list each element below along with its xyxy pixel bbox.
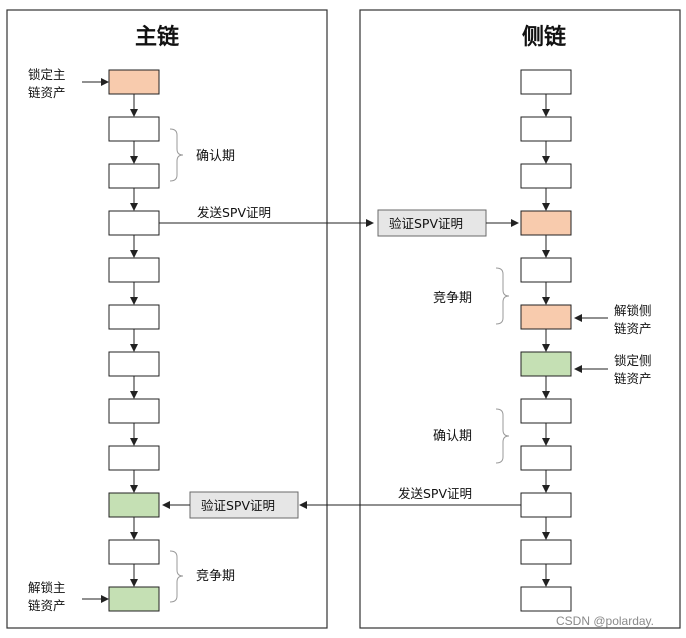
- side-chain-title: 侧链: [522, 24, 566, 50]
- side-send-spv-label: 发送SPV证明: [398, 486, 472, 501]
- main-confirm-label: 确认期: [196, 149, 235, 164]
- main-chain-title: 主链: [135, 24, 179, 50]
- side-block-12: [520, 586, 572, 612]
- main-block-5: [108, 257, 160, 283]
- side-unlock-label-line1: 解锁侧: [614, 303, 652, 318]
- side-verify-spv-box: [377, 209, 487, 237]
- main-block-1: [108, 69, 160, 95]
- side-contest-label: 竞争期: [433, 290, 472, 306]
- side-block-8: [520, 398, 572, 424]
- main-lock-label-line2: 链资产: [28, 85, 66, 100]
- side-block-10: [520, 492, 572, 518]
- side-confirm-bracket: [495, 408, 510, 464]
- side-contest-bracket: [495, 267, 510, 325]
- main-block-12: [108, 586, 160, 612]
- main-block-7: [108, 351, 160, 377]
- main-chain-blocks: [108, 69, 160, 612]
- side-block-7: [520, 351, 572, 377]
- csdn-watermark: CSDN @polarday.: [556, 614, 654, 628]
- side-block-6: [520, 304, 572, 330]
- main-verify-spv-label: 验证SPV证明: [201, 498, 275, 513]
- side-confirm-label: 确认期: [433, 429, 472, 444]
- side-block-9: [520, 445, 572, 471]
- main-contest-label: 竞争期: [196, 568, 235, 584]
- side-block-4: [520, 210, 572, 236]
- main-block-3: [108, 163, 160, 189]
- main-block-8: [108, 398, 160, 424]
- side-block-11: [520, 539, 572, 565]
- main-send-spv-label: 发送SPV证明: [197, 205, 271, 220]
- side-block-5: [520, 257, 572, 283]
- side-block-3: [520, 163, 572, 189]
- side-unlock-label-line2: 链资产: [614, 321, 652, 336]
- side-lock-label-line1: 锁定侧: [614, 353, 652, 368]
- side-block-1: [520, 69, 572, 95]
- main-chain-panel: [6, 9, 328, 629]
- main-block-2: [108, 116, 160, 142]
- main-contest-bracket: [169, 550, 184, 603]
- main-verify-spv-box: [189, 491, 299, 519]
- main-unlock-label-line2: 链资产: [28, 598, 66, 613]
- main-lock-label-line1: 锁定主: [28, 67, 66, 82]
- side-block-2: [520, 116, 572, 142]
- main-confirm-bracket: [169, 128, 184, 182]
- side-chain-panel: [359, 9, 681, 629]
- main-block-6: [108, 304, 160, 330]
- side-lock-label-line2: 链资产: [614, 371, 652, 386]
- main-block-11: [108, 539, 160, 565]
- side-verify-spv-label: 验证SPV证明: [389, 216, 463, 231]
- side-chain-blocks: [520, 69, 572, 612]
- main-block-10: [108, 492, 160, 518]
- main-unlock-label-line1: 解锁主: [28, 580, 66, 595]
- main-block-9: [108, 445, 160, 471]
- main-block-4: [108, 210, 160, 236]
